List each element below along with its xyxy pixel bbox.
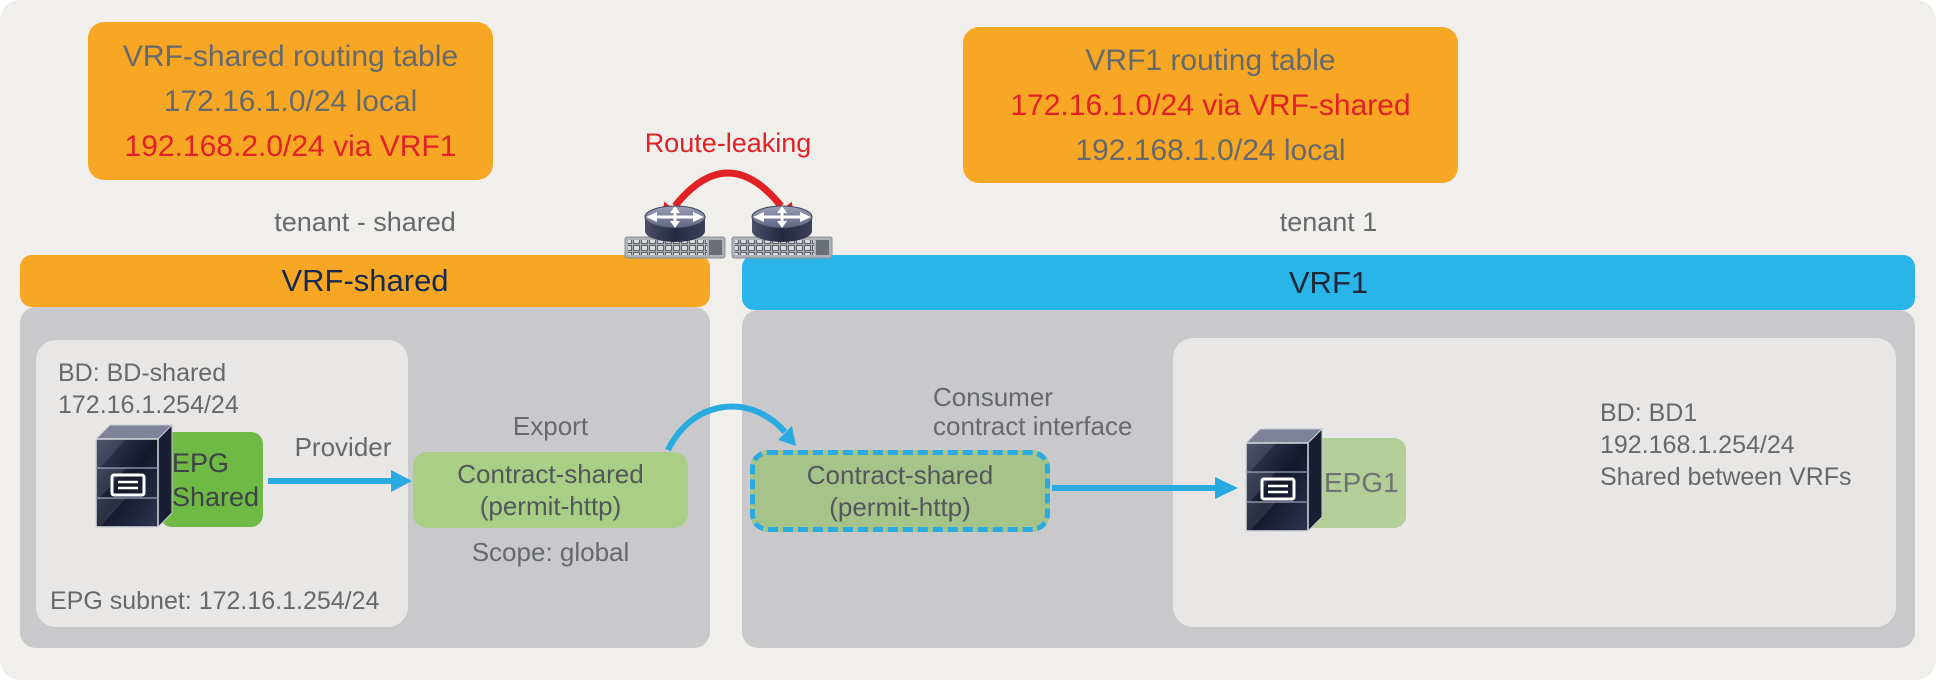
bd1-name: BD: BD1 — [1600, 399, 1698, 427]
consumer-label-2: contract interface — [933, 411, 1133, 441]
vrf-shared-header: VRF-shared — [20, 255, 710, 307]
bd-shared-info: BD: BD-shared 172.16.1.254/24 — [58, 357, 239, 421]
route-leaking-label: Route-leaking — [644, 128, 812, 158]
consumer-label-1: Consumer — [933, 382, 1053, 412]
scope-global-label: Scope: global — [471, 537, 630, 567]
contract-name: Contract-shared — [806, 460, 994, 490]
leaked-route-entry: 172.16.1.0/24 via VRF-shared — [1010, 88, 1411, 122]
bd1-info: BD: BD1 192.168.1.254/24 Shared between … — [1600, 397, 1852, 493]
epg-shared-label-1: EPG — [172, 447, 230, 478]
consumer-contract-interface-label: Consumer contract interface — [933, 383, 1132, 441]
leaked-route-entry: 192.168.2.0/24 via VRF1 — [124, 129, 457, 163]
vrf-shared-routing-table-callout: VRF-shared routing table 172.16.1.0/24 l… — [88, 22, 493, 180]
epg-shared-label-2: Shared — [172, 481, 260, 512]
bd1-shared-note: Shared between VRFs — [1600, 463, 1852, 491]
epg1-label: EPG1 — [1324, 467, 1399, 498]
route-entry: 192.168.1.0/24 local — [1075, 133, 1346, 167]
route-entry: 172.16.1.0/24 local — [163, 84, 418, 118]
callout-title: VRF-shared routing table — [122, 39, 459, 73]
bd-shared-subnet: 172.16.1.254/24 — [58, 391, 239, 419]
contract-shared-interface-box: Contract-shared (permit-http) — [750, 450, 1050, 532]
bd-shared-name: BD: BD-shared — [58, 359, 227, 387]
epg-subnet-label: EPG subnet: 172.16.1.254/24 — [50, 587, 380, 615]
callout-title: VRF1 routing table — [1085, 43, 1336, 77]
contract-filter: (permit-http) — [829, 492, 971, 522]
vrf1-title: VRF1 — [1288, 264, 1369, 300]
epg1-box: EPG1 — [1300, 438, 1406, 528]
bd1-subnet: 192.168.1.254/24 — [1600, 431, 1795, 459]
vrf1-routing-table-callout: VRF1 routing table 172.16.1.0/24 via VRF… — [963, 27, 1458, 183]
tenant-shared-label: tenant - shared — [274, 207, 456, 237]
export-label: Export — [512, 411, 589, 441]
tenant-1-label: tenant 1 — [1279, 207, 1378, 237]
contract-shared-box: Contract-shared (permit-http) — [413, 452, 688, 528]
provider-label: Provider — [294, 432, 392, 462]
contract-filter: (permit-http) — [479, 491, 622, 521]
vrf1-header: VRF1 — [742, 255, 1915, 310]
contract-name: Contract-shared — [457, 459, 644, 489]
vrf-shared-title: VRF-shared — [281, 263, 449, 298]
epg-shared-box: EPG Shared — [160, 432, 263, 527]
